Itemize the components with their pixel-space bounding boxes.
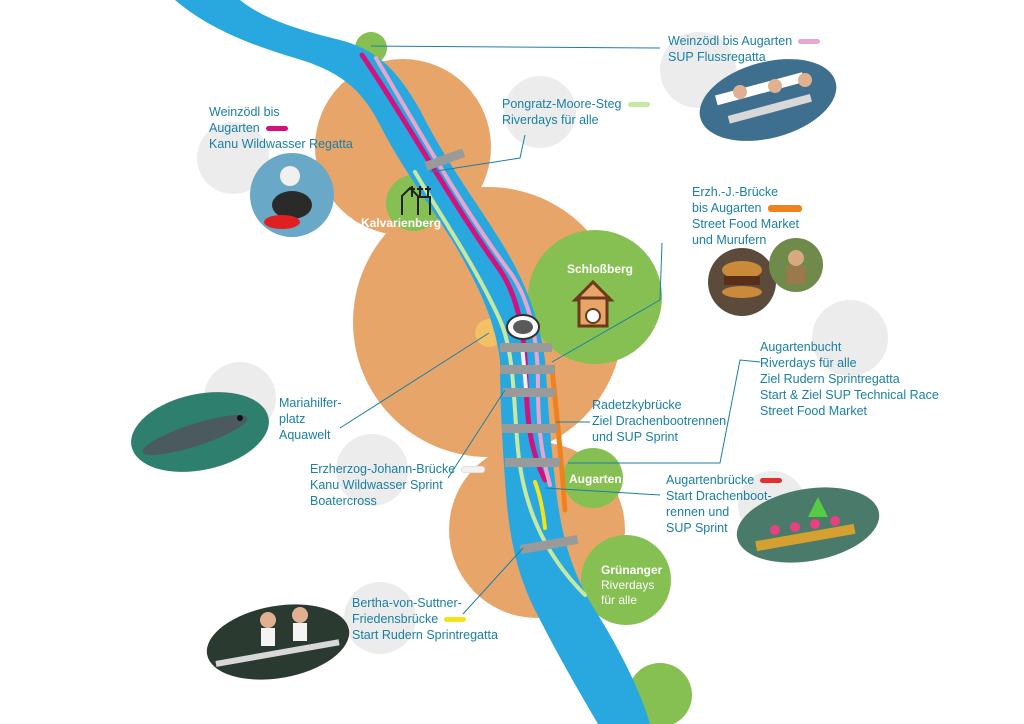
label-weinzoedl-kanu: Weinzödl bis Augarten Kanu Wildwasser Re…: [209, 104, 353, 152]
label-line: Radetzkybrücke: [592, 398, 682, 412]
legend-swatch-orange: [767, 205, 802, 213]
label-line: Augartenbucht: [760, 340, 842, 354]
church-icon: [401, 186, 431, 215]
clock-tower-icon: [571, 279, 615, 328]
photo-street-food: [708, 238, 823, 316]
legend-swatch-pink: [798, 39, 821, 45]
label-line: Erzh.-J.-Brücke: [692, 185, 779, 199]
photo-rudern: [206, 604, 350, 680]
label-line: rennen und: [666, 505, 730, 519]
label-line: Street Food Market: [760, 404, 867, 418]
gruenanger-sub2: für alle: [601, 593, 638, 607]
label-line: Bertha-von-Suttner-: [352, 596, 462, 610]
label-line: Riverdays für alle: [502, 113, 599, 127]
label-line: Mariahilfer-: [279, 396, 342, 410]
bridge-keplerbruecke: [500, 343, 552, 352]
label-line: Augartenbrücke: [666, 473, 755, 487]
label-pongratz-moore-steg: Pongratz-Moore-Steg Riverdays für alle: [502, 96, 650, 128]
bridge-radetzky: [503, 388, 555, 397]
route-street-food-market: [549, 365, 568, 513]
legend-swatch-white: [461, 466, 486, 474]
photo-kanu-wildwasser: [250, 153, 334, 237]
label-line: Weinzödl bis: [209, 105, 280, 119]
photos: [131, 59, 880, 680]
label-line: Boatercross: [310, 494, 377, 508]
label-line: SUP Sprint: [666, 521, 728, 535]
label-line: Kanu Wildwasser Regatta: [209, 137, 353, 151]
label-line: Street Food Market: [692, 217, 799, 231]
label-line: bis Augarten: [692, 201, 762, 215]
bridge-erzherzog-johann: [500, 365, 555, 374]
bridge-bertha-von-suttner: [519, 535, 579, 554]
photo-sup-flussregatta: [699, 59, 837, 141]
legend-swatch-yellow: [444, 617, 467, 623]
label-augartenbruecke: Augartenbrücke Start Drachenboot- rennen…: [666, 472, 783, 536]
label-line: Start & Ziel SUP Technical Race: [760, 388, 939, 402]
label-line: Augarten: [209, 121, 260, 135]
label-line: und Murufern: [692, 233, 767, 247]
gruenanger-sub1: Riverdays: [601, 578, 655, 592]
legend-swatch-lightgreen: [627, 102, 650, 108]
river-mur: [175, 0, 650, 724]
label-line: Kanu Wildwasser Sprint: [310, 478, 443, 492]
area-label-gruenanger: Grünanger Riverdays für alle: [601, 563, 662, 608]
label-weinzoedl-sup: Weinzödl bis Augarten SUP Flussregatta: [668, 33, 821, 65]
legend-swatch-red: [760, 478, 783, 484]
label-line: Start Rudern Sprintregatta: [352, 628, 498, 642]
label-line: platz: [279, 412, 306, 426]
label-line: und SUP Sprint: [592, 430, 678, 444]
bridges: [424, 148, 579, 554]
label-line: Ziel Rudern Sprintregatta: [760, 372, 900, 386]
label-line: Pongratz-Moore-Steg: [502, 97, 622, 111]
label-line: Ziel Drachenbootrennen: [592, 414, 727, 428]
area-label-schlossberg: Schloßberg: [567, 262, 634, 276]
label-line: Erzherzog-Johann-Brücke: [310, 462, 456, 476]
label-erzh-j-bruecke: Erzh.-J.-Brücke bis Augarten Street Food…: [692, 184, 802, 248]
label-line: Start Drachenboot-: [666, 489, 772, 503]
photo-drachenboot: [736, 487, 880, 563]
bridge-augarten: [505, 458, 560, 467]
green-gruenanger: [581, 535, 671, 625]
label-erzherzog-johann-bruecke: Erzherzog-Johann-Brücke Kanu Wildwasser …: [310, 461, 486, 509]
label-mariahilferplatz: Mariahilfer- platz Aquawelt: [279, 395, 342, 443]
mur-island-icon: [506, 314, 540, 340]
bridge-tegetthoff: [502, 424, 557, 433]
legend-swatch-magenta: [265, 126, 288, 132]
label-radetzkybruecke: Radetzkybrücke Ziel Drachenbootrennen un…: [592, 397, 726, 445]
label-line: SUP Flussregatta: [668, 50, 766, 64]
area-label-augarten: Augarten: [569, 472, 622, 486]
leader-lines: [339, 45, 761, 615]
gruenanger-title: Grünanger: [601, 563, 663, 577]
photo-aquawelt-fish: [131, 392, 269, 472]
label-line: Friedensbrücke: [352, 612, 439, 626]
route-rudern-sprintregatta: [533, 480, 547, 530]
label-bertha-von-suttner: Bertha-von-Suttner- Friedensbrücke Start…: [352, 595, 498, 643]
label-line: Riverdays für alle: [760, 356, 857, 370]
label-augartenbucht: Augartenbucht Riverdays für alle Ziel Ru…: [760, 339, 939, 419]
label-line: Weinzödl bis Augarten: [668, 34, 793, 48]
bridge-pongratz-moore-steg: [424, 148, 466, 171]
label-line: Aquawelt: [279, 428, 331, 442]
area-label-kalvarienberg: Kalvarienberg: [361, 216, 442, 230]
